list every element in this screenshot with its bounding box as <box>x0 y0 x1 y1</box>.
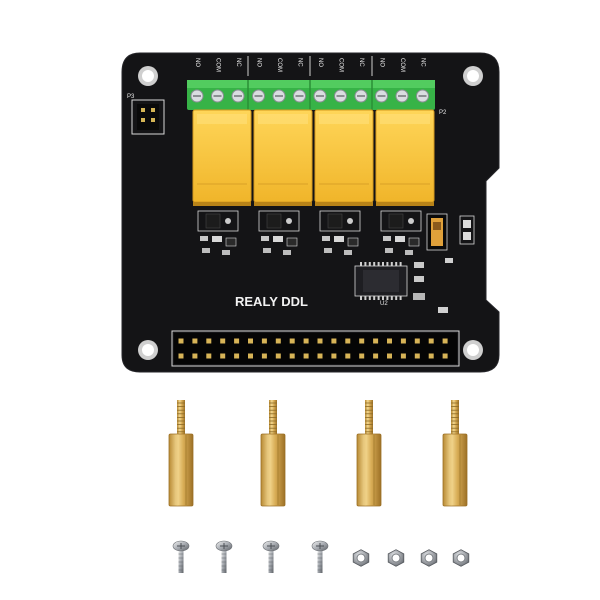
screw-terminal-block <box>187 80 435 110</box>
terminal-label: COM <box>399 58 405 72</box>
screw <box>215 540 233 573</box>
gpio-header <box>171 330 460 367</box>
gpio-pin <box>345 353 351 359</box>
gpio-pin <box>317 338 323 344</box>
passives <box>413 258 453 313</box>
terminal-label: NC <box>297 58 303 67</box>
gpio-pin <box>248 338 253 344</box>
gpio-pin <box>289 353 295 359</box>
gpio-pin <box>303 353 309 359</box>
gpio-pin <box>317 353 323 359</box>
gpio-pin <box>373 353 379 359</box>
relay <box>375 109 435 206</box>
board-label: REALY DDL <box>235 294 308 309</box>
designator-u2: U2 <box>380 301 388 307</box>
gpio-pin <box>178 338 184 344</box>
standoffs <box>168 400 468 507</box>
brass-standoff <box>356 400 382 507</box>
gpio-pin <box>400 338 406 344</box>
gpio-pin <box>275 338 281 344</box>
gpio-pin <box>387 338 392 344</box>
gpio-pin <box>442 338 448 344</box>
gpio-pin <box>234 353 240 359</box>
gpio-pin <box>192 338 198 344</box>
gpio-pin <box>442 353 448 359</box>
screw <box>311 540 329 573</box>
gpio-pin <box>373 338 379 344</box>
screw <box>262 540 280 573</box>
mounting-holes <box>138 66 483 360</box>
header-p3: P3 <box>127 94 165 135</box>
relay <box>192 109 252 206</box>
nut <box>420 549 438 567</box>
brass-standoff <box>260 400 286 507</box>
gpio-pin <box>206 338 212 344</box>
gpio-pin <box>178 353 184 359</box>
gpio-pin <box>414 338 420 344</box>
gpio-pin <box>261 353 267 359</box>
gpio-pin <box>387 353 392 359</box>
gpio-pin <box>192 353 198 359</box>
gpio-pin <box>303 338 309 344</box>
nut <box>387 549 405 567</box>
ic-u2: U2 <box>354 262 408 307</box>
driver-circuit <box>380 210 422 255</box>
relay <box>314 109 374 206</box>
terminal-label: NO <box>194 58 200 67</box>
terminal-label: COM <box>276 58 282 72</box>
relay-board: NO COM NC NO COM NC NO COM NC NO COM NC P3 P2 <box>121 52 500 373</box>
gpio-pin <box>428 353 434 359</box>
driver-circuit <box>319 210 361 255</box>
gpio-pin <box>428 338 434 344</box>
terminal-label: NO <box>379 58 385 67</box>
terminal-label: NO <box>256 58 262 67</box>
gpio-pin <box>331 353 337 359</box>
gpio-pin <box>359 338 365 344</box>
terminal-label: NO <box>317 58 323 67</box>
terminal-label: NC <box>420 58 426 67</box>
terminal-label: COM <box>215 58 221 72</box>
gpio-pin <box>400 353 406 359</box>
terminal-labels: NO COM NC NO COM NC NO COM NC NO COM NC <box>194 56 426 76</box>
gpio-pin <box>220 338 226 344</box>
terminal-label: NC <box>235 58 241 67</box>
gpio-pin <box>248 353 253 359</box>
driver-circuit <box>197 210 239 255</box>
driver-components <box>197 210 422 255</box>
nuts <box>352 549 470 567</box>
screws <box>172 540 329 573</box>
gpio-pin <box>359 353 365 359</box>
gpio-pin <box>234 338 240 344</box>
gpio-pin <box>275 353 281 359</box>
gpio-pin <box>206 353 212 359</box>
gpio-pin <box>289 338 295 344</box>
terminal-label: COM <box>338 58 344 72</box>
gpio-pin <box>345 338 351 344</box>
gpio-pin <box>261 338 267 344</box>
driver-circuit <box>258 210 300 255</box>
relay <box>253 109 313 206</box>
brass-standoff <box>168 400 194 507</box>
designator-p2: P2 <box>439 110 447 116</box>
screw <box>172 540 190 573</box>
gpio-pin <box>414 353 420 359</box>
nut <box>352 549 370 567</box>
gpio-pin <box>220 353 226 359</box>
brass-standoff <box>442 400 468 507</box>
nut <box>452 549 470 567</box>
relays <box>192 109 435 206</box>
designator-p3: P3 <box>127 94 135 100</box>
dip-switch <box>426 213 475 251</box>
gpio-pin <box>331 338 337 344</box>
terminal-label: NC <box>358 58 364 67</box>
